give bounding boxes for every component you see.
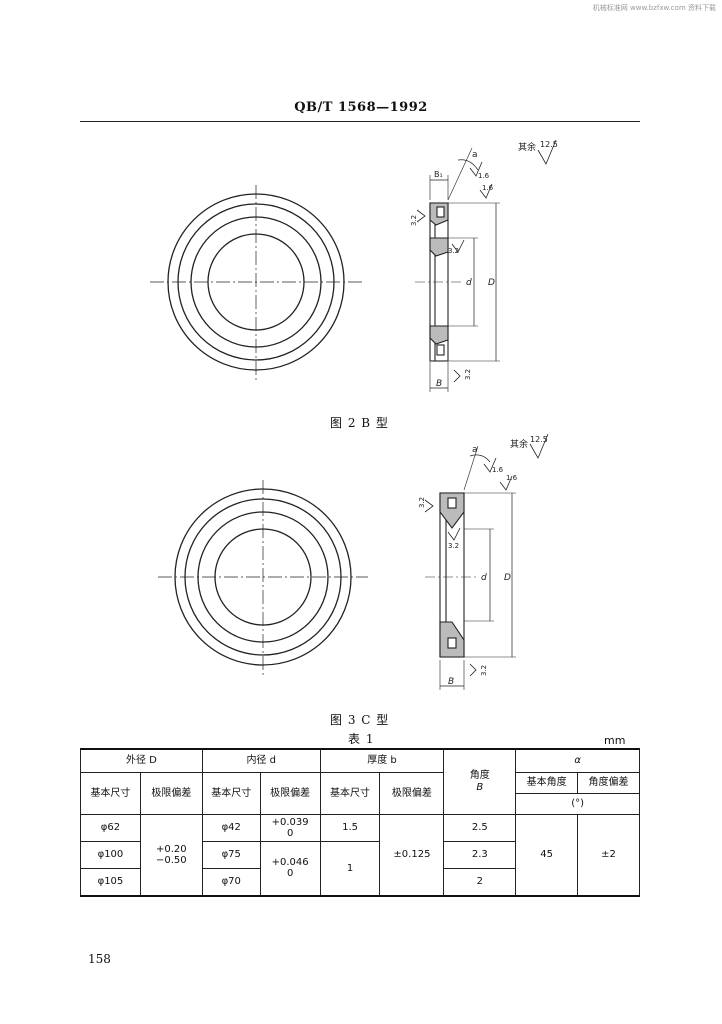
cell-D-dev-upper: +0.20 xyxy=(156,843,187,855)
cell-b-dev: ±0.125 xyxy=(379,814,445,897)
header-degree: (°) xyxy=(515,793,640,815)
fig3-alpha-label: a xyxy=(472,445,478,455)
cell-B-3: 2 xyxy=(443,868,517,897)
figure3-caption: 图 3 C 型 xyxy=(330,713,390,727)
fig3-D-label: D xyxy=(504,573,511,583)
cell-d-2: φ75 xyxy=(201,841,261,869)
header-D-basic: 基本尺寸 xyxy=(80,772,141,815)
cell-D-dev: +0.20−0.50 xyxy=(139,814,203,897)
fig2-D-label: D xyxy=(488,278,495,288)
header-thickness: 厚度 b xyxy=(319,748,445,773)
cell-d-3: φ70 xyxy=(201,868,261,897)
fig2-roughness-left: 3.2 xyxy=(410,215,418,226)
cell-D-3: φ105 xyxy=(80,868,141,897)
fig2-b1-label: B₁ xyxy=(434,170,443,179)
header-alpha: α xyxy=(515,748,640,773)
figure3-section-view xyxy=(424,433,549,690)
header-b-basic: 基本尺寸 xyxy=(319,772,381,815)
fig3-B-label: B xyxy=(448,677,454,687)
header-outer-diameter: 外径 D xyxy=(80,748,203,773)
cell-B-1: 2.5 xyxy=(443,814,517,842)
header-alpha-basic: 基本角度 xyxy=(515,772,579,794)
cell-b-2: 1 xyxy=(319,841,381,897)
cell-D-1: φ62 xyxy=(80,814,141,842)
cell-d-dev1-lower: 0 xyxy=(286,827,294,839)
header-inner-diameter: 内径 d xyxy=(201,748,321,773)
fig2-roughness-2: 1.6 xyxy=(482,184,494,192)
fig3-roughness-1: 1.6 xyxy=(492,466,504,474)
spec-table: 外径 D 内径 d 厚度 b 角度 B α 基本尺寸 极限偏差 基本尺寸 极限偏… xyxy=(80,748,640,897)
watermark: 机械标准网 www.bzfxw.com 资料下载 xyxy=(592,4,716,12)
table-unit: mm xyxy=(604,734,626,747)
cell-alpha-dev: ±2 xyxy=(577,814,640,897)
figure3-front-view xyxy=(158,480,368,675)
figure2-caption: 图 2 B 型 xyxy=(330,416,389,430)
header-angle-B-top: 角度 xyxy=(469,770,490,781)
fig2-roughness-inner: 3.2 xyxy=(448,247,459,255)
header-angle-B-sym: B xyxy=(476,782,484,793)
header-D-limit: 极限偏差 xyxy=(139,772,203,815)
fig2-roughness-1: 1.6 xyxy=(478,172,490,180)
header-alpha-dev: 角度偏差 xyxy=(577,772,640,794)
table-title: 表 1 xyxy=(348,732,375,746)
figure2-section-view xyxy=(415,139,557,392)
cell-d-dev1-upper: +0.039 xyxy=(271,816,309,828)
header-rule xyxy=(80,121,640,122)
fig2-other-value: 12.5 xyxy=(540,140,558,149)
cell-d-dev2-lower: 0 xyxy=(286,868,294,879)
fig3-roughness-inner: 3.2 xyxy=(448,542,459,550)
standard-number: QB/T 1568—1992 xyxy=(294,100,428,115)
fig3-other-value: 12.5 xyxy=(530,435,548,444)
fig3-roughness-left: 3.2 xyxy=(418,497,426,508)
fig2-roughness-bottom: 3.2 xyxy=(464,369,472,380)
cell-D-dev-lower: −0.50 xyxy=(156,854,187,866)
fig2-B-label: B xyxy=(436,379,442,389)
fig3-roughness-2: 1.6 xyxy=(506,474,518,482)
cell-b-1: 1.5 xyxy=(319,814,381,842)
figure2-front-view xyxy=(150,185,362,380)
fig2-alpha-label: a xyxy=(472,150,478,160)
fig3-roughness-bottom: 3.2 xyxy=(480,665,488,676)
cell-d-1: φ42 xyxy=(201,814,261,842)
cell-D-2: φ100 xyxy=(80,841,141,869)
cell-alpha-basic: 45 xyxy=(515,814,579,897)
page-number: 158 xyxy=(88,952,111,966)
header-d-basic: 基本尺寸 xyxy=(201,772,261,815)
cell-B-2: 2.3 xyxy=(443,841,517,869)
fig2-d-label: d xyxy=(466,278,472,288)
cell-d-dev2-upper: +0.046 xyxy=(271,857,309,868)
header-d-limit: 极限偏差 xyxy=(259,772,321,815)
fig3-d-label: d xyxy=(481,573,487,583)
header-angle-B: 角度 B xyxy=(443,748,517,815)
fig3-other-label: 其余 xyxy=(510,438,528,450)
fig2-other-label: 其余 xyxy=(518,141,536,153)
header-b-limit: 极限偏差 xyxy=(379,772,445,815)
